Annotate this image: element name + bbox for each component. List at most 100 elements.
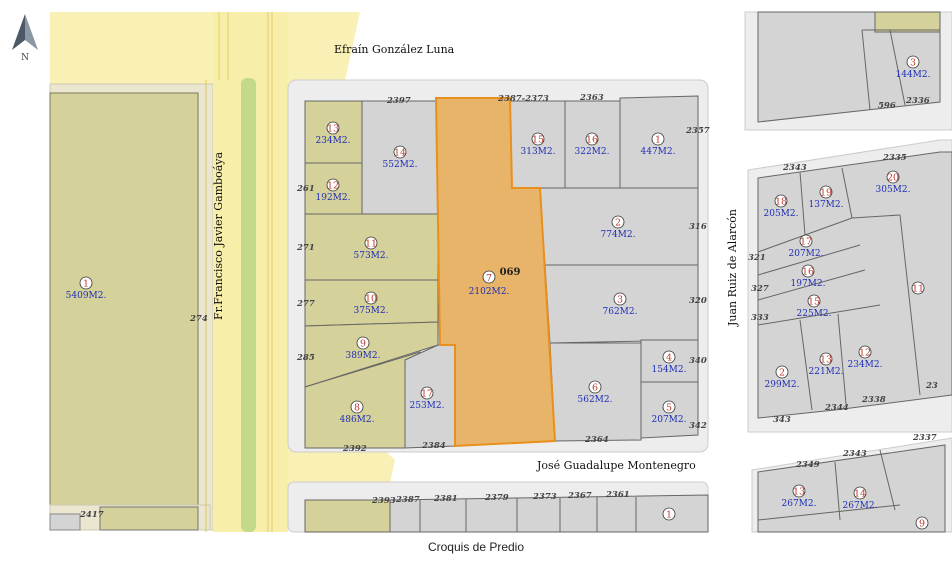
lot-number-circle [420,386,434,400]
selected-lot-label[interactable]: 7 069 2102M2. [469,267,521,297]
lot-number-circle [356,336,370,350]
address-number: 261 [296,184,315,194]
lot-number-circle [792,484,806,498]
lot-number-circle [588,380,602,394]
north-arrow-icon: N [12,14,38,63]
lot-number: 8 [354,403,360,414]
lot-number: 4 [666,353,672,364]
lot-number-circle [350,400,364,414]
address-number: 2384 [421,441,446,451]
lot-number: 1 [83,279,89,290]
lot-area: 299M2. [765,380,800,390]
address-number: 2392 [342,444,367,454]
address-number: 2337 [912,433,937,443]
address-number: 2373 [532,492,557,502]
lot-area: 154M2. [652,365,687,375]
lot-number: 1 [666,510,672,521]
lot-label[interactable]: 11 [911,281,925,295]
lot-number-circle [651,132,665,146]
lot-number-circle [886,170,900,184]
lot-number-circle [531,132,545,146]
lot-number-circle [906,55,920,69]
address-number: 316 [689,222,707,232]
address-number: 2343 [842,449,867,459]
lot-number-circle [799,234,813,248]
selected-lot [434,97,557,448]
lot-area: 313M2. [521,147,556,157]
lot-area: 762M2. [603,307,638,317]
lot-area: 205M2. [764,209,799,219]
lot-number: 13 [793,487,805,498]
address-number: 2349 [795,460,820,470]
lot-number-circle [662,350,676,364]
lot-area: 267M2. [782,499,817,509]
lot-area: 197M2. [791,279,826,289]
address-number: 2397 [386,96,411,106]
lot-area: 447M2. [641,147,676,157]
lot-number: 3 [910,58,916,69]
lot-label[interactable]: 1 [662,507,676,521]
address-number: 274 [189,314,208,324]
address-number: 2367 [567,491,592,501]
address-number: 2364 [584,435,609,445]
street-bottom-label: José Guadalupe Montenegro [536,459,696,472]
lot-number: 11 [365,239,377,250]
lot-area: 225M2. [797,309,832,319]
lot-number-circle [326,178,340,192]
lot-number: 20 [887,173,899,184]
north-label: N [21,53,29,63]
lot-number-circle [775,365,789,379]
lot-area: 552M2. [383,160,418,170]
lot-area: 144M2. [896,70,931,80]
lot-area: 192M2. [316,193,351,203]
lot-area: 207M2. [652,415,687,425]
address-number: 2343 [782,163,807,173]
map-caption: Croquis de Predio [427,540,525,554]
lot-label[interactable]: 9 [915,516,929,530]
street-top-label: Efraín González Luna [334,43,455,56]
lot-number: 14 [854,489,866,500]
lot-area: 389M2. [346,351,381,361]
lot-number: 19 [820,188,832,199]
lot-number-circle [662,507,676,521]
lot-area: 5409M2. [66,291,107,301]
address-number: 285 [296,353,315,363]
address-number: 2361 [605,490,630,500]
lot-number-circle [613,292,627,306]
lot-number: 18 [775,197,787,208]
lot-area: 137M2. [809,200,844,210]
lot-area: 234M2. [848,360,883,370]
lot-number: 13 [820,355,832,366]
lot-number: 10 [365,294,377,305]
